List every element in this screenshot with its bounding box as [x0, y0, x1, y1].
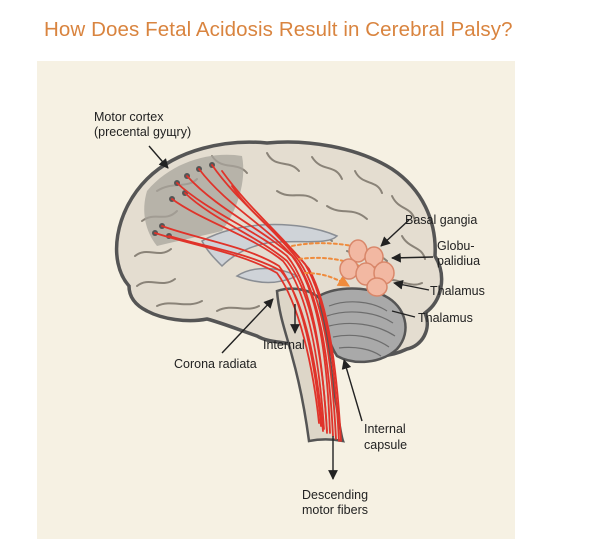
cerebellum-folia: [326, 301, 396, 357]
label-motor-cortex-1: Motor cortex: [94, 110, 164, 124]
page-title: How Does Fetal Acidosis Result in Cerebr…: [44, 18, 513, 41]
label-internal-capsule-2: capsule: [364, 438, 407, 452]
basal-ganglia-nuclei: [339, 239, 395, 297]
label-descending-1: Descending: [302, 488, 368, 502]
brain-diagram: Motor cortex (precental gyщry) Basal gan…: [37, 61, 515, 539]
label-corona-radiata: Corona radiata: [174, 357, 257, 371]
label-globu-2: palidiua: [437, 254, 480, 268]
label-globu-1: Globu-: [437, 239, 475, 253]
label-thalamus-lower: Thalamus: [418, 311, 473, 325]
label-descending-2: motor fibers: [302, 503, 368, 517]
arrow-internal-capsule: [341, 359, 363, 422]
arrow-globu: [391, 252, 434, 263]
label-basal-gangia: Basal gangia: [405, 213, 477, 227]
label-motor-cortex-2: (precental gyщry): [94, 125, 191, 139]
label-thalamus-upper: Thalamus: [430, 284, 485, 298]
arrow-thalamus-upper: [393, 279, 430, 291]
line-thalamus-lower: [391, 310, 416, 318]
gyri-lines: [134, 152, 426, 312]
label-internal-capsule-1: Internal: [364, 422, 406, 436]
brain-illustration: Motor cortex (precental gyщry) Basal gan…: [94, 110, 485, 517]
label-internal: Internal: [263, 338, 305, 352]
arrow-motor-cortex: [148, 145, 169, 169]
arrow-corona-radiata: [221, 298, 274, 354]
arrow-basal-gangia: [380, 219, 410, 247]
